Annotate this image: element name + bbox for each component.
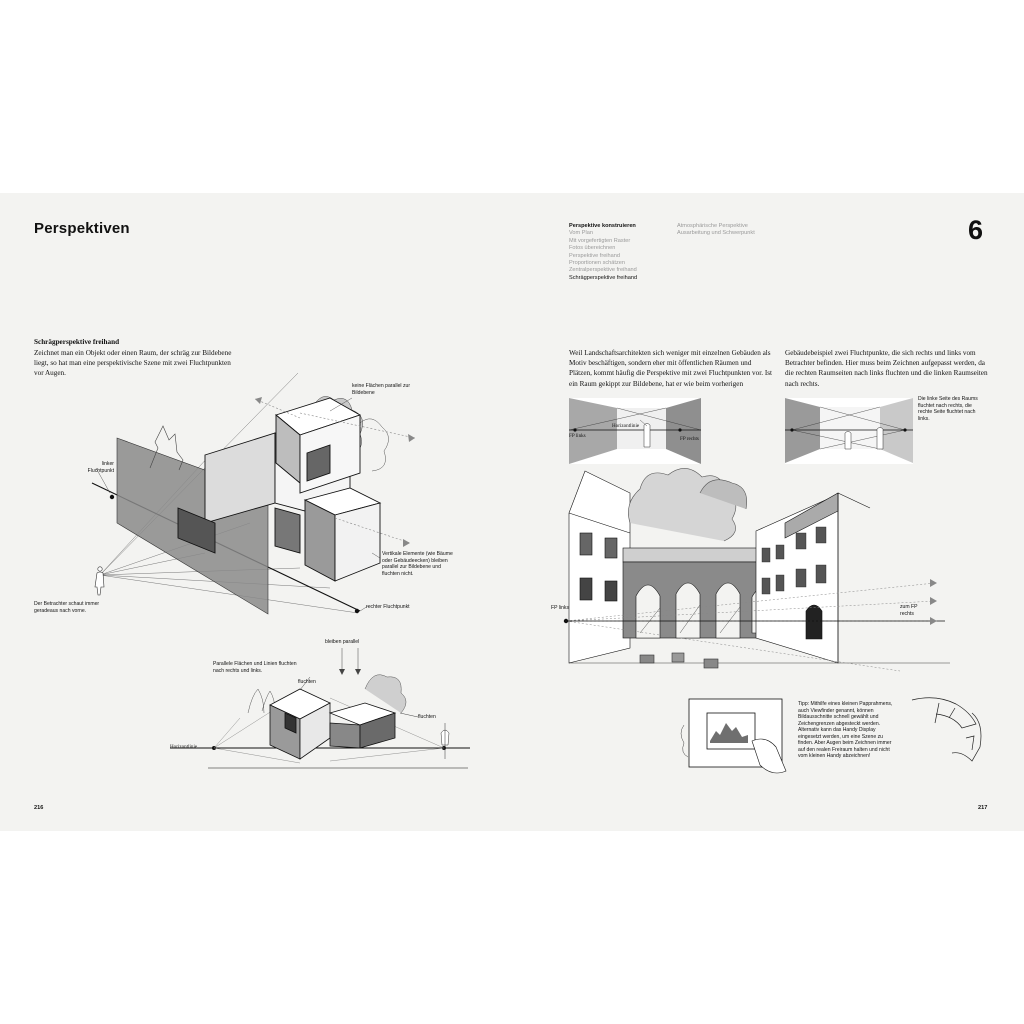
book-spread: Perspektiven 6 Perspektive konstruieren … [0, 193, 1024, 831]
toc-item[interactable]: Fotos übereichnen [569, 245, 616, 252]
body-column-3: Gebäudebeispiel zwei Fluchtpunkte, die s… [785, 349, 988, 388]
left-vanishing-point [109, 494, 115, 500]
caption-parallele-flaechen: Parallele Flächen und Linien fluchten na… [213, 661, 297, 674]
building-sketch [177, 397, 382, 582]
tree-sketch [359, 418, 389, 472]
right-vanishing-point [354, 608, 360, 614]
caption-fp-links-a: FP links [569, 433, 586, 439]
toc-item-current[interactable]: Schrägperspektive freihand [569, 274, 638, 281]
observer-figure [94, 566, 105, 596]
diagram-fp-links-rechts [568, 398, 702, 464]
fp-links-point [563, 618, 569, 624]
arrow-head [255, 397, 262, 404]
toc-item[interactable]: Mit vorgefertigten Raster [569, 237, 631, 244]
caption-vertikale-elemente: Vertikale Elemente (wie Bäume oder Gebäu… [382, 551, 453, 577]
toc-item[interactable]: Zentralperspektive freihand [569, 267, 637, 274]
caption-fluchten-a: fluchten [298, 679, 316, 685]
caption-horizontlinie-a: Horizontlinie [170, 744, 198, 750]
caption-fp-rechts-a: FP rechts [680, 436, 699, 442]
vanishing-arrows [254, 398, 416, 544]
lead-paragraph: Zeichnet man ein Objekt oder einen Raum,… [34, 349, 232, 378]
chapter-toc-col1: Perspektive konstruieren Vom Plan Mit vo… [569, 223, 637, 282]
toc-item[interactable]: Perspektive freihand [569, 252, 620, 259]
caption-tipp: Tipp: Mithilfe eines kleinen Papprahmens… [798, 701, 893, 759]
toc-item[interactable]: Atmosphärische Perspektive [677, 223, 748, 229]
toc-item[interactable]: Perspektive konstruieren [569, 223, 636, 229]
caption-keine-flaechen: keine Flächen parallel zur Bildebene [352, 383, 411, 396]
arrow-head [403, 539, 410, 547]
body-column-2: Weil Landschaftsarchitekten sich weniger… [569, 349, 773, 388]
small-perspective-sketch [170, 648, 470, 769]
page-number-left: 216 [34, 805, 44, 811]
chapter-toc-col2: Atmosphärische Perspektive Ausarbeitung … [677, 223, 755, 238]
toc-item[interactable]: Vom Plan [569, 230, 593, 237]
caption-fluchten-b: fluchten [418, 714, 436, 720]
two-point-perspective-sketch [91, 372, 982, 774]
toc-item[interactable]: Ausarbeitung und Schwerpunkt [677, 230, 755, 237]
caption-zum-fp-rechts: zum FP rechts [900, 604, 918, 617]
hand-frame-sketch [911, 697, 982, 762]
arrow-head [408, 434, 415, 442]
courtyard-sketch [568, 468, 950, 669]
caption-fp-links-b: FP links [551, 605, 570, 611]
viewfinder-sketch [680, 698, 787, 774]
chapter-number: 6 [968, 215, 984, 245]
caption-horizontlinie-b: Horizontlinie [612, 423, 640, 429]
caption-bleiben-parallel: bleiben parallel [325, 639, 360, 645]
arrow-head [930, 617, 937, 625]
tree-sketch [149, 425, 184, 471]
arrow-head [930, 579, 937, 587]
page-number-right: 217 [978, 805, 988, 811]
toc-item[interactable]: Proportionen schätzen [569, 260, 625, 267]
caption-linker-fluchtpunkt: linker Fluchtpunkt [87, 461, 114, 474]
caption-betrachter: Der Betrachter schaut immer geradeaus na… [34, 601, 100, 614]
caption-linke-seite: Die linke Seite des Raums fluchtet nach … [918, 396, 978, 422]
section-heading: Schrägperspektive freihand [34, 338, 120, 346]
caption-rechter-fluchtpunkt: rechter Fluchtpunkt [366, 604, 410, 610]
page-title: Perspektiven [34, 220, 130, 237]
caption-leaders [95, 397, 381, 612]
arrow-head [930, 597, 937, 605]
diagram-room-sides [785, 398, 913, 464]
